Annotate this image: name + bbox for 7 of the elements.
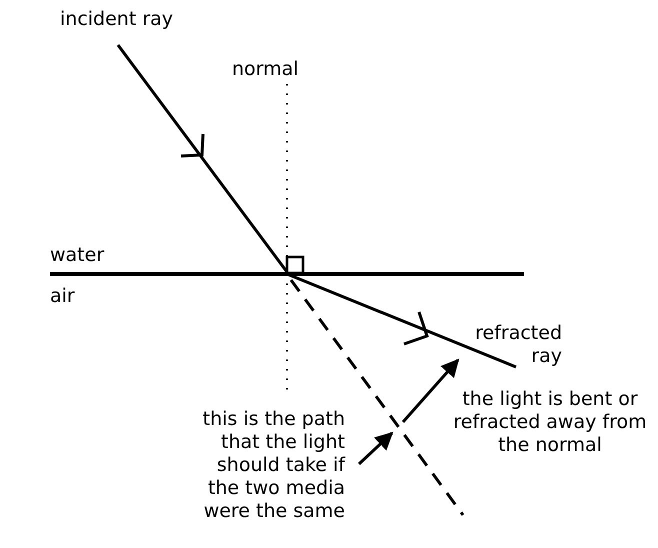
normal-label: normal (232, 58, 300, 81)
explanation-text: the light is bent or refracted away from the normal (452, 388, 648, 457)
medium-label: air (50, 285, 76, 308)
medium-label: water (50, 244, 106, 267)
ray-label: incident ray (60, 8, 174, 31)
ray-label: refracted ray (474, 322, 562, 368)
explanation-text: this is the path that the light should take if the two media were the same (202, 408, 345, 523)
